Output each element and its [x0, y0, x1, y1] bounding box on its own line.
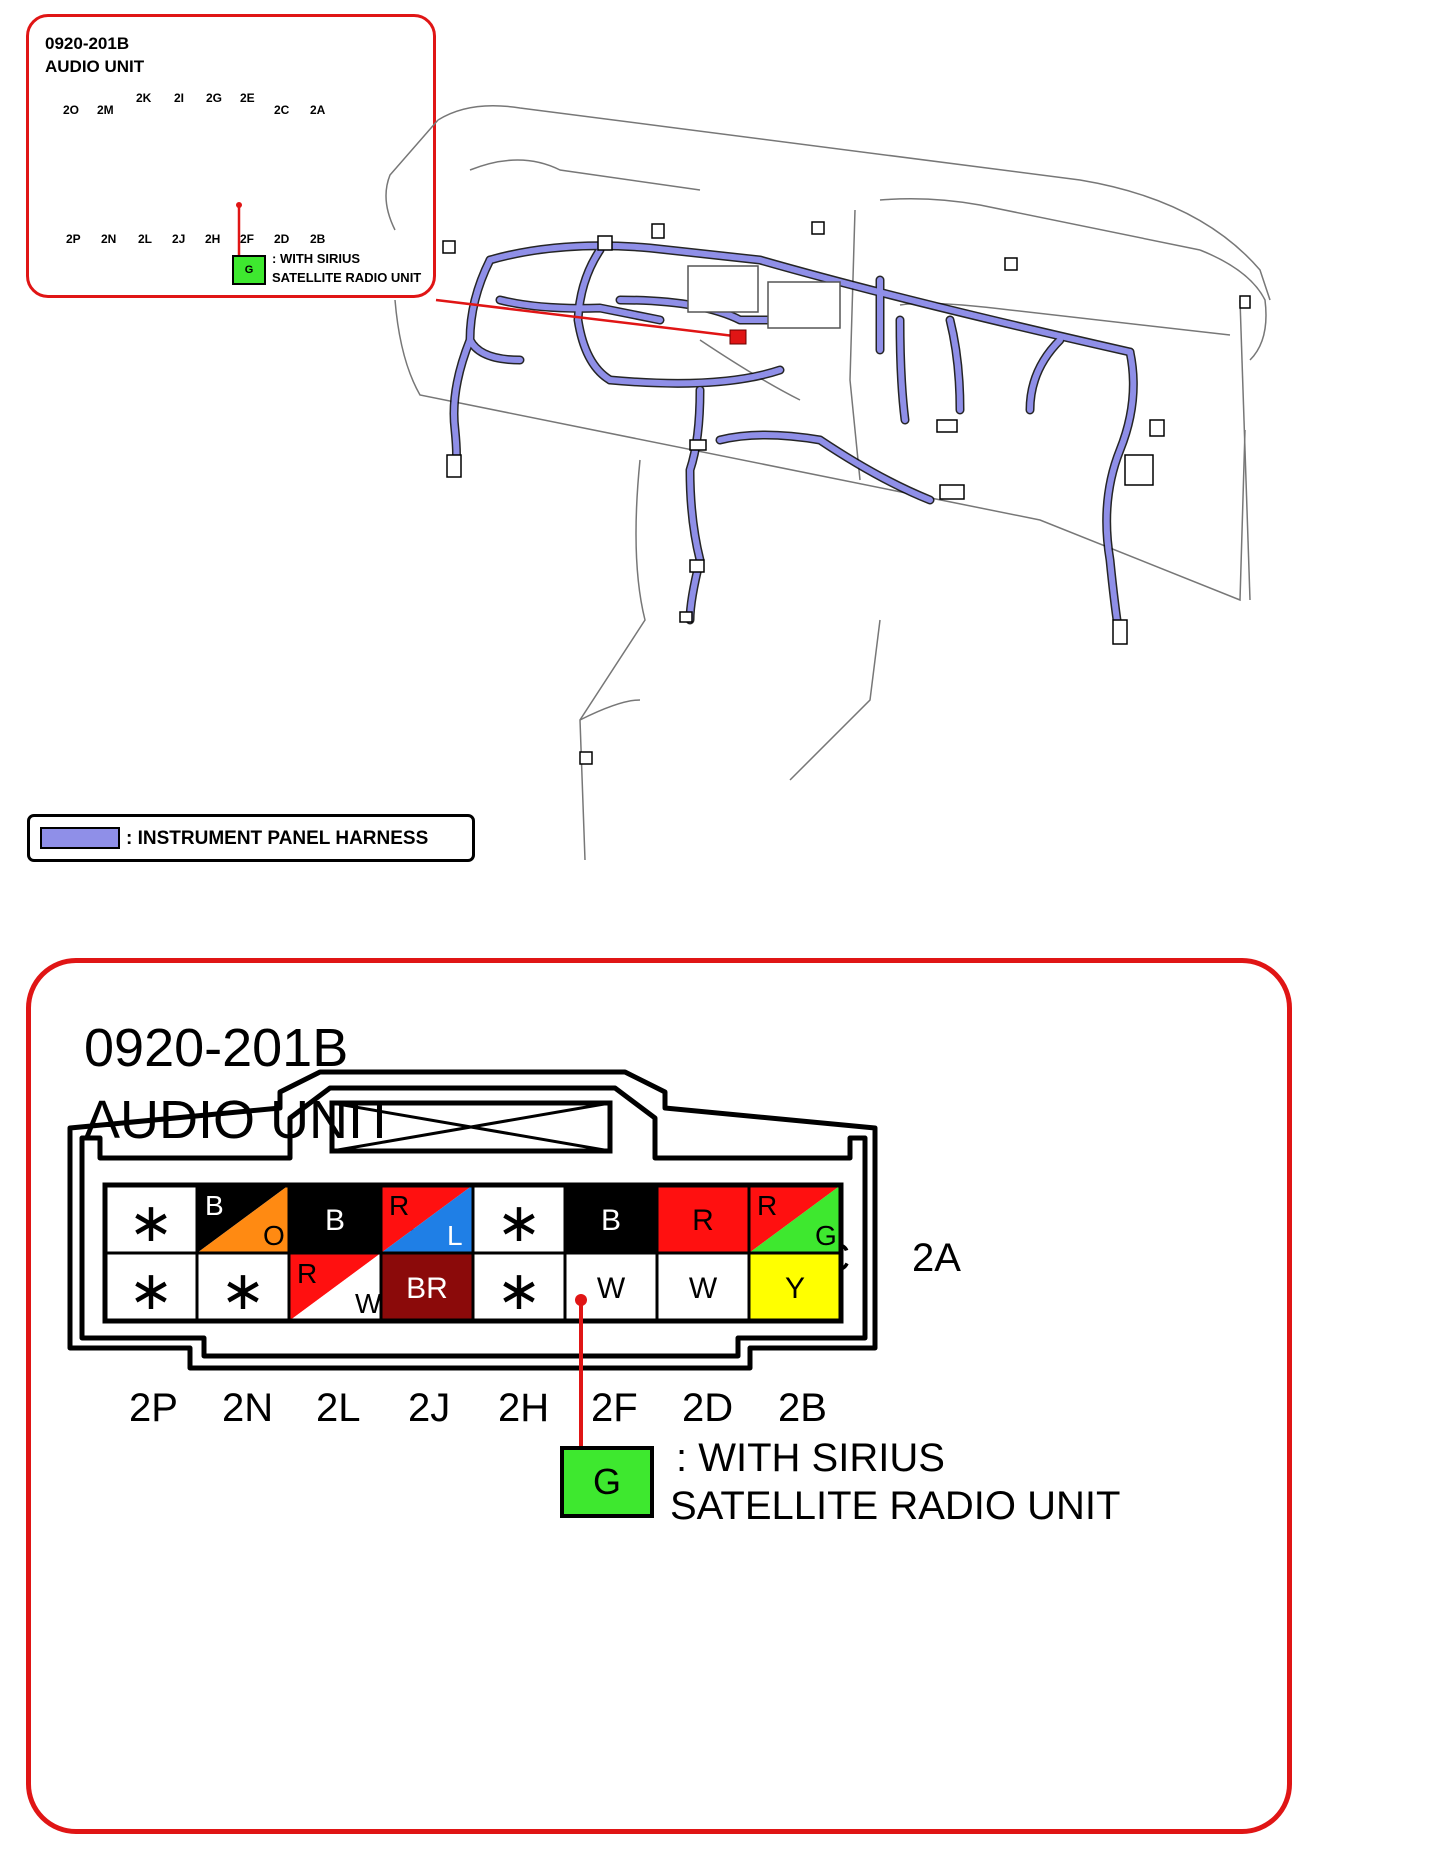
wire-color-code: B	[205, 1190, 224, 1221]
unused-pin-mark: ∗	[220, 1261, 265, 1321]
small-pin-label: 2E	[240, 91, 255, 105]
small-pin-label: 2F	[240, 232, 255, 246]
small-pin-label: 2M	[97, 103, 114, 117]
pin-cavity-2N: ∗	[197, 1253, 289, 1321]
small-pin-label: 2J	[172, 232, 186, 246]
wire-color-code: G	[815, 1220, 837, 1251]
pin-cavity-2C: R	[657, 1185, 749, 1253]
large-callout-box	[26, 958, 1292, 1834]
pin-cavity-2I: RL	[381, 1185, 473, 1253]
small-pin-label: 2C	[274, 103, 290, 117]
unused-pin-mark: ∗	[496, 1261, 541, 1321]
wire-color-code: Y	[785, 1272, 805, 1305]
wire-color-code: W	[689, 1272, 718, 1305]
instrument-panel-illustration	[385, 104, 1271, 861]
small-pin-label: 2D	[274, 232, 290, 246]
pin-cavity-2F: W	[565, 1253, 657, 1321]
pin-label-2F: 2F	[591, 1386, 638, 1430]
legend-box: : INSTRUMENT PANEL HARNESS	[27, 814, 475, 862]
wire-color-code: R	[692, 1204, 714, 1237]
pin-cavity-2J: BR	[381, 1253, 473, 1321]
small-option-wire: G	[244, 264, 254, 276]
pin-label-2P: 2P	[129, 1386, 178, 1430]
option-wire-code: G	[592, 1461, 621, 1502]
pin-cavity-2H: ∗	[473, 1253, 565, 1321]
wire-color-code: BR	[406, 1272, 448, 1305]
unused-pin-mark: ∗	[496, 1193, 541, 1253]
unused-pin-mark: ∗	[128, 1261, 173, 1321]
small-callout-box	[26, 14, 436, 298]
pin-cavity-2D: W	[657, 1253, 749, 1321]
pin-label-2L: 2L	[316, 1386, 361, 1430]
legend-harness-swatch	[40, 827, 120, 849]
pin-label-2J: 2J	[408, 1386, 451, 1430]
small-option-text-2: SATELLITE RADIO UNIT	[272, 270, 422, 285]
pin-cavity-2G: ∗	[473, 1185, 565, 1253]
pin-cavity-2M: BO	[197, 1185, 289, 1253]
option-text-line-2: SATELLITE RADIO UNIT	[670, 1484, 1121, 1528]
wire-color-code: L	[447, 1220, 463, 1251]
wire-color-code: O	[263, 1220, 285, 1251]
small-connector-code: 0920-201B	[45, 34, 130, 53]
pin-cavity-2K: B	[289, 1185, 381, 1253]
wire-color-code: B	[325, 1204, 345, 1237]
pin-label-2B: 2B	[778, 1386, 827, 1430]
legend-text: : INSTRUMENT PANEL HARNESS	[126, 828, 429, 849]
small-pin-label: 2N	[101, 232, 117, 246]
pin-label-2D: 2D	[682, 1386, 734, 1430]
wire-color-code: R	[297, 1258, 317, 1289]
small-connector-name: AUDIO UNIT	[45, 57, 145, 76]
small-pin-label: 2A	[310, 103, 326, 117]
option-text-line-1: : WITH SIRIUS	[676, 1436, 945, 1480]
small-pin-label: 2G	[206, 91, 223, 105]
pin-cavity-2P: ∗	[105, 1253, 197, 1321]
small-pin-label: 2K	[136, 91, 152, 105]
small-option-swatch: G	[232, 255, 266, 285]
pin-cavity-2B: Y	[749, 1253, 841, 1321]
small-option-text-1: : WITH SIRIUS	[272, 251, 361, 266]
wire-color-code: B	[601, 1204, 621, 1237]
connector-code: 0920-201B	[84, 1018, 349, 1078]
pin-label-2H: 2H	[498, 1386, 550, 1430]
pin-cavity-2E: B	[565, 1185, 657, 1253]
pin-label-2A: 2A	[912, 1236, 961, 1280]
small-pin-label: 2I	[174, 91, 185, 105]
wire-color-code: W	[597, 1272, 626, 1305]
small-pin-label: 2P	[66, 232, 81, 246]
small-pin-label: 2H	[205, 232, 221, 246]
wire-color-code: R	[389, 1190, 409, 1221]
small-pin-label: 2O	[63, 103, 80, 117]
pin-label-2N: 2N	[222, 1386, 274, 1430]
wire-color-code: W	[355, 1288, 382, 1319]
small-pin-label: 2B	[310, 232, 326, 246]
option-wire-swatch: G	[560, 1446, 654, 1518]
wire-color-code: R	[757, 1190, 777, 1221]
pin-cavity-2L: RW	[289, 1253, 382, 1321]
pin-cavity-2A: RG	[749, 1185, 841, 1253]
pin-cavity-2O: ∗	[105, 1185, 197, 1253]
unused-pin-mark: ∗	[128, 1193, 173, 1253]
small-pin-label: 2L	[138, 232, 153, 246]
